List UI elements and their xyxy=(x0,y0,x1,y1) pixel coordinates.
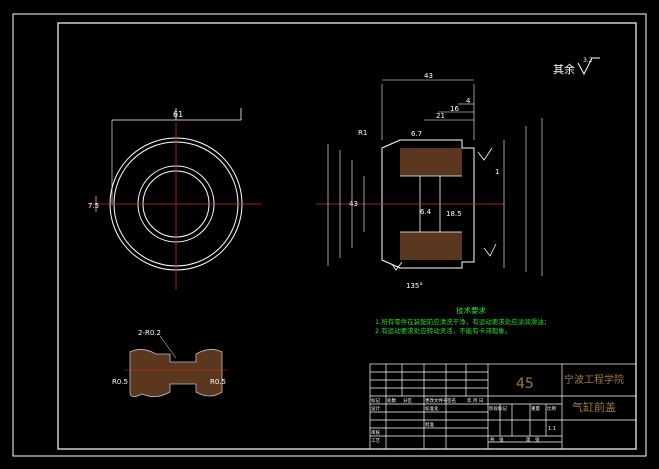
dim-diameter-61: 61 xyxy=(173,110,183,119)
left-view: 61 7.5 xyxy=(88,108,262,290)
dim-section-43: 43 xyxy=(349,200,358,208)
detail-r-top: 2-R0.2 xyxy=(138,329,161,337)
detail-view: 2-R0.2 R0.5 R0.5 xyxy=(112,329,228,397)
dim-1: 1 xyxy=(495,168,499,176)
dim-side-7-5: 7.5 xyxy=(88,202,99,210)
right-section-view: 43 4 16 21 6.7 R1 43 6.4 18.5 1 13 xyxy=(316,72,543,290)
title-block xyxy=(369,363,637,450)
dim-6-7: 6.7 xyxy=(411,130,422,138)
label-sheet-no: 第 张 xyxy=(526,436,540,443)
dim-total-43: 43 xyxy=(424,72,433,80)
dim-6-4: 6.4 xyxy=(420,208,432,216)
part-name: 气缸前盖 xyxy=(572,400,616,414)
row-label-5: 年 月 日 xyxy=(467,397,483,404)
dim-16: 16 xyxy=(450,105,459,113)
row-label-4: 签名 xyxy=(447,397,456,404)
school-name: 宁波工程学院 xyxy=(564,373,624,386)
inner-frame xyxy=(57,22,637,450)
roughness-value: 3.2 xyxy=(583,57,593,64)
dim-4: 4 xyxy=(466,97,471,105)
dim-angle-135: 135° xyxy=(406,282,423,290)
roughness-other-label: 其余 xyxy=(553,62,575,76)
label-craft: 工艺 xyxy=(371,438,380,444)
notes-line-1: 1.所有零件在装配前应清洗干净，有运动要求处应涂润滑油； xyxy=(375,317,550,326)
row-label-3: 更改文件号 xyxy=(425,397,448,404)
label-sheet-total: 共 张 xyxy=(490,436,504,443)
label-scale: 比例 xyxy=(547,405,556,412)
label-design: 设计 xyxy=(371,405,380,412)
detail-r-right: R0.5 xyxy=(210,378,226,386)
notes-title: 技术要求 xyxy=(456,305,486,315)
dim-21: 21 xyxy=(436,112,445,120)
notes-line-2: 2.有运动要求处应转动灵活，不能有卡滞现象。 xyxy=(375,326,511,335)
label-weight: 重量 xyxy=(531,405,540,412)
dim-r1: R1 xyxy=(358,129,367,137)
row-label-0: 标记 xyxy=(371,397,380,404)
roughness-note: 其余 3.2 xyxy=(553,57,600,76)
detail-r-left: R0.5 xyxy=(112,378,128,386)
label-approve-col: 批准 xyxy=(425,421,434,428)
row-label-2: 分区 xyxy=(403,397,412,404)
label-review: 审核 xyxy=(371,429,380,436)
title-block-text: 45 宁波工程学院 气缸前盖 1:1 标记 处数 分区 更改文件号 签名 年 月… xyxy=(371,373,624,444)
dim-18-5: 18.5 xyxy=(446,210,462,218)
technical-notes: 技术要求 1.所有零件在装配前应清洗干净，有运动要求处应涂润滑油； 2.有运动要… xyxy=(375,305,550,335)
row-label-1: 处数 xyxy=(387,397,396,404)
label-stage-mark: 阶段标记 xyxy=(489,405,507,412)
material-45: 45 xyxy=(516,376,534,392)
outer-frame xyxy=(12,13,647,457)
scale-value: 1:1 xyxy=(548,426,556,432)
label-standardize: 标准化 xyxy=(425,405,439,412)
